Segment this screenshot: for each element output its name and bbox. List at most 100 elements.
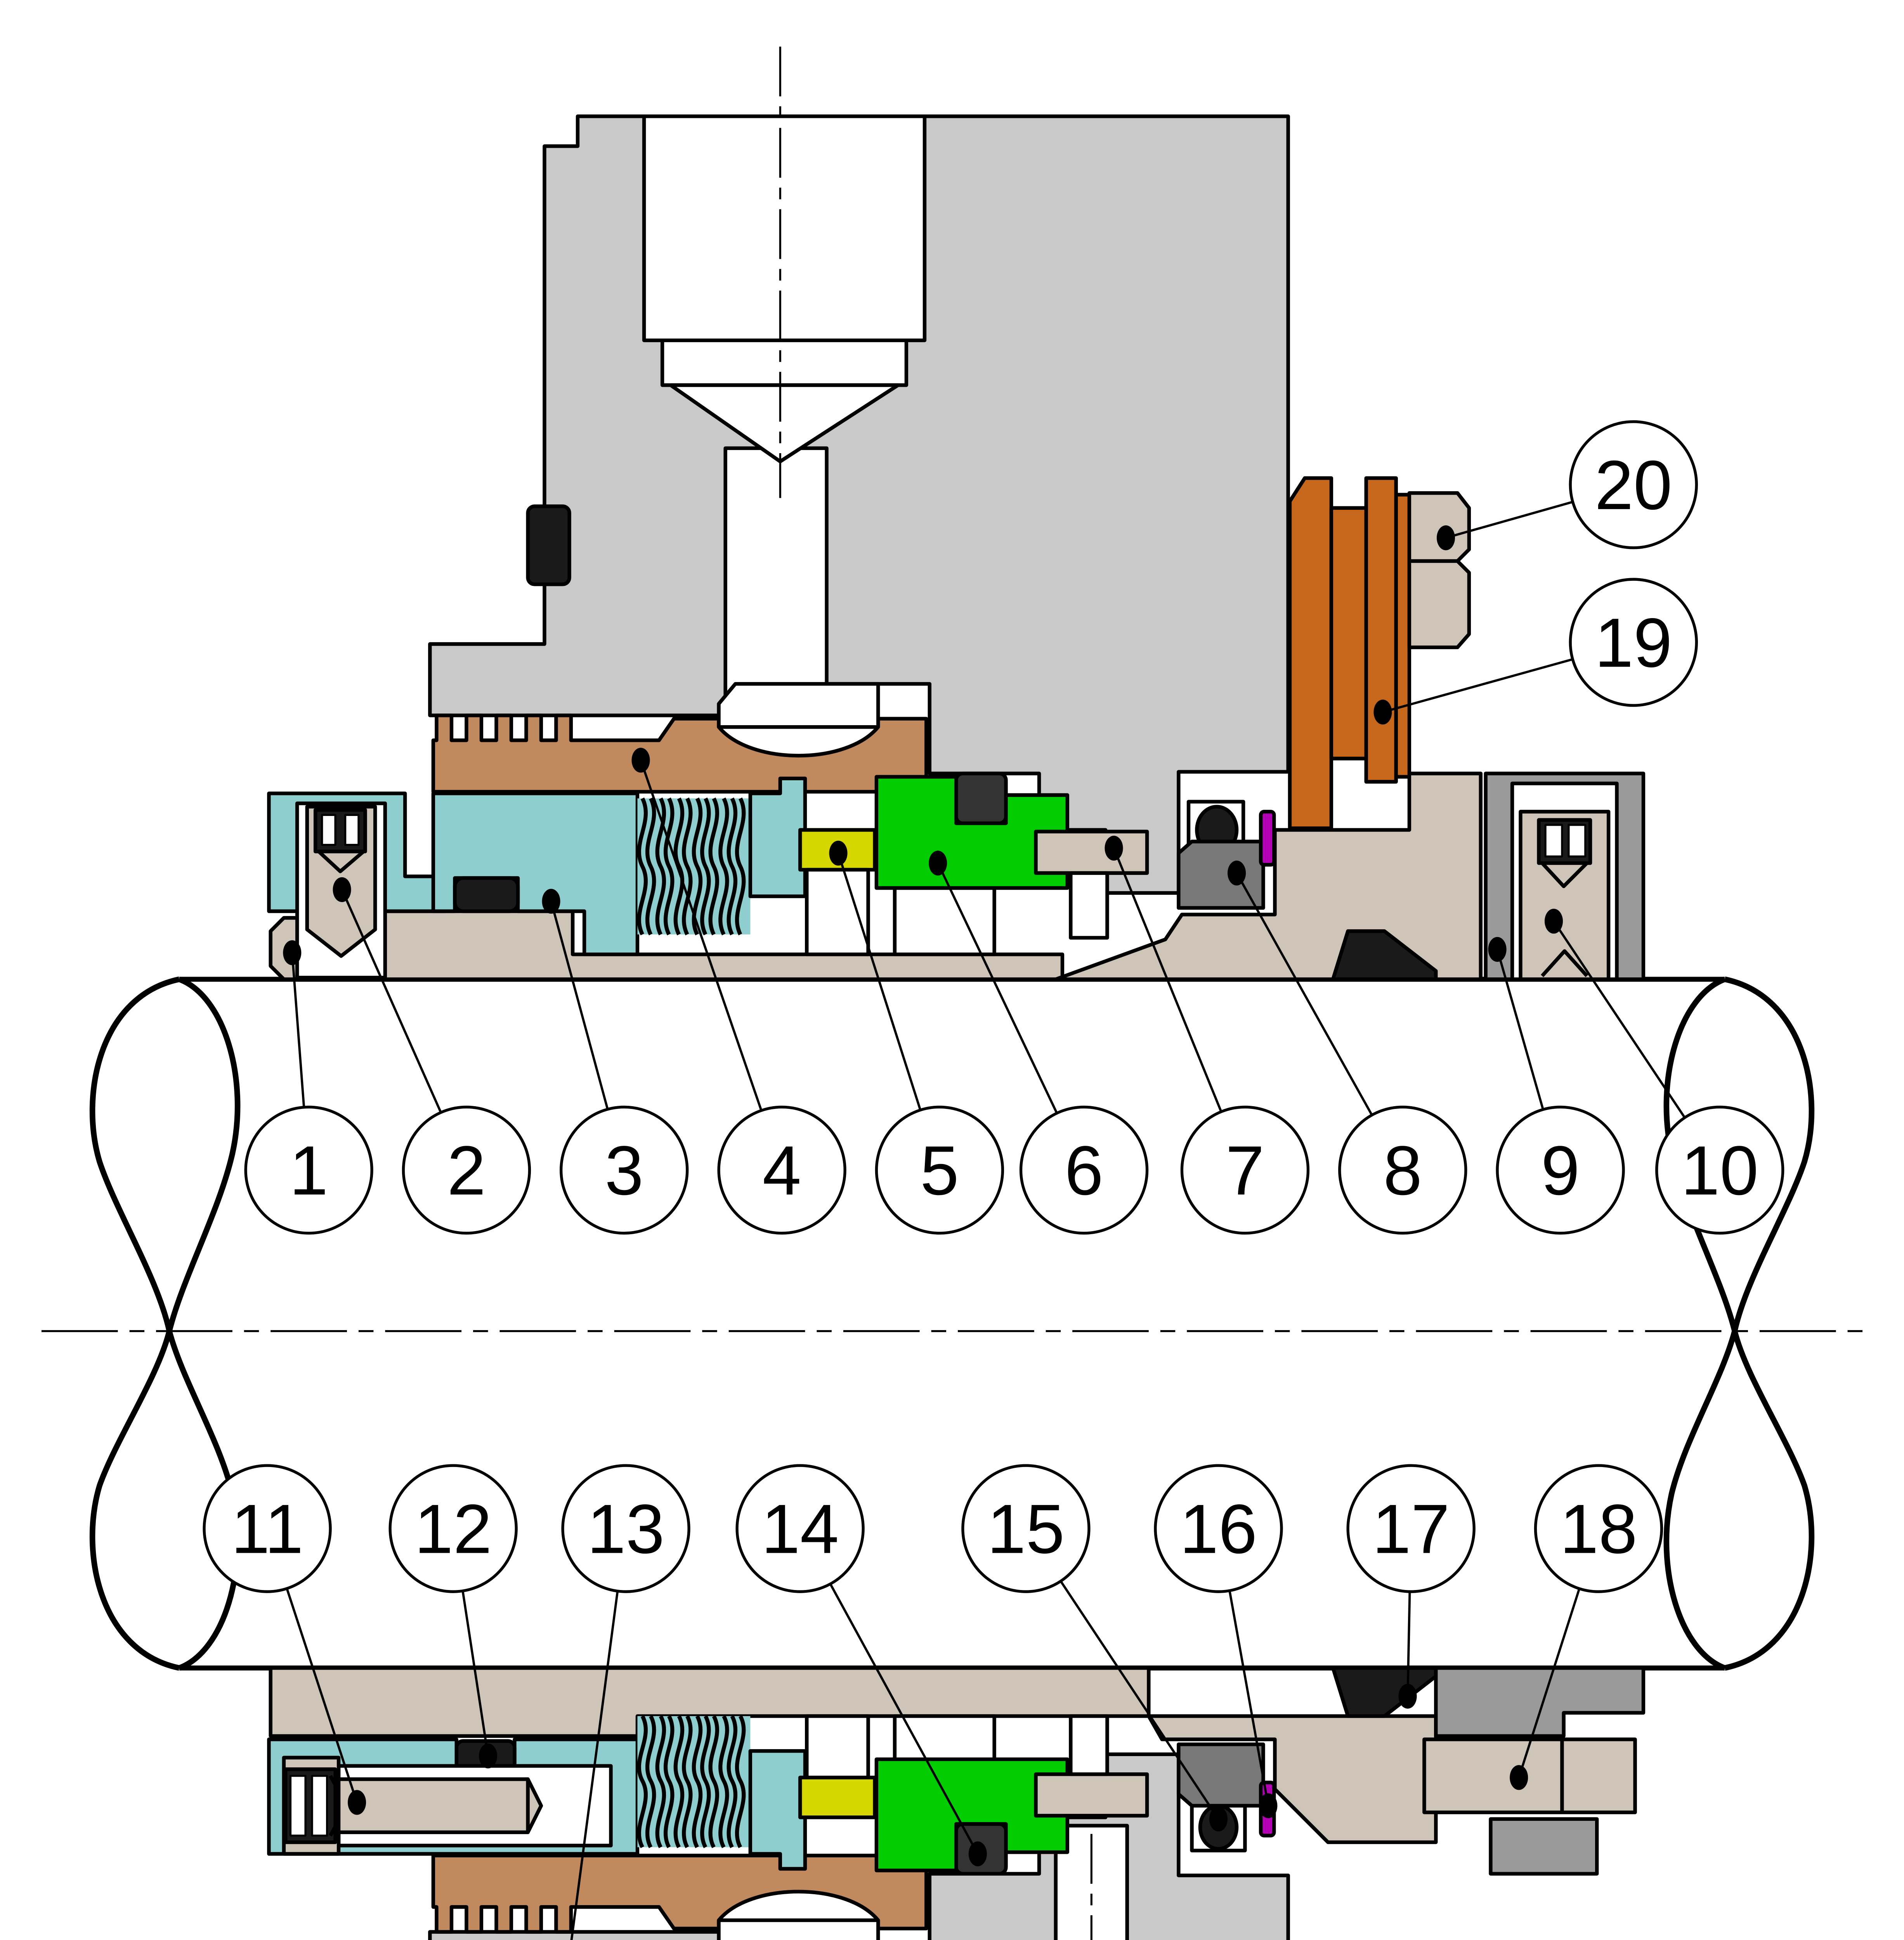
balloon-circle-1 [244,1105,373,1235]
balloon-10: 10 [1544,909,1784,1235]
balloon-number-10: 10 [1681,1132,1758,1210]
leader-dot-9 [1488,937,1507,962]
balloon-circle-11 [203,1464,332,1593]
balloon-6: 6 [929,850,1149,1235]
balloon-number-11: 11 [231,1490,303,1568]
leader-dot-4 [631,748,650,773]
balloon-circle-12 [388,1464,518,1593]
leader-dot-15 [1209,1807,1228,1832]
balloon-3: 3 [542,889,689,1235]
throttle-bushing-part8 [1177,840,1265,910]
upper-assembly [267,47,1646,981]
pipe-fitting-part18 [1422,1737,1637,1814]
balloon-circle-10 [1655,1105,1784,1235]
drive-bolt-tip-lower [717,1918,880,1940]
balloon-number-13: 13 [587,1490,665,1568]
leader-dot-17 [1398,1684,1417,1709]
collar-screw-socket-chamfer [1541,862,1588,889]
balloon-number-7: 7 [1226,1132,1264,1210]
leader-line-13 [570,1528,627,1940]
balloon-circle-9 [1496,1105,1625,1235]
balloon-number-8: 8 [1383,1132,1422,1210]
balloon-9: 9 [1488,937,1625,1235]
set-screw-socket-left [321,814,336,846]
leader-dot-2 [333,877,351,902]
leader-dot-10 [1544,909,1563,934]
balloon-number-20: 20 [1595,446,1672,524]
pipe-bracket-lower-block [1489,1817,1599,1876]
port-drill-cone [669,383,900,464]
balloon-number-3: 3 [605,1132,643,1210]
balloon-circle-16 [1154,1464,1283,1593]
port-shoulder [660,338,909,387]
face-support-right-upper [893,886,996,956]
balloon-circle-13 [561,1464,690,1593]
housing-plug-upper [526,504,571,586]
anti-rotation-pin-upper [1259,810,1276,867]
balloon-11: 11 [203,1464,366,1815]
balloon-circle-14 [735,1464,865,1593]
balloon-circle-3 [560,1105,689,1235]
gland-gasket-upper [1331,929,1438,981]
shaft-break-right [1663,976,1815,1671]
collar-screw-point [1541,949,1588,977]
balloon-circle-20 [1569,420,1698,549]
gland-plate-upper [1054,771,1483,981]
throttle-bushing-lower [1177,1742,1265,1808]
fitting-body [1422,1737,1637,1814]
balloon-number-4: 4 [763,1132,801,1210]
clamp-flange [1394,493,1412,779]
collar-screw-socket-left [1544,824,1563,857]
leader-dot-19 [1373,700,1392,725]
drive-bolt-tip-upper [717,682,880,729]
balloon-number-6: 6 [1065,1132,1103,1210]
port-thread-bore [642,114,927,342]
shaft-break-left [89,976,241,1671]
leader-dot-20 [1436,525,1455,551]
balloon-circle-15 [961,1464,1091,1593]
seat-retainer-leg-lower [1069,1714,1109,1776]
rotating-face-lower [798,1775,877,1819]
bolt11-tip [526,1777,543,1834]
balloon-number-1: 1 [290,1132,328,1210]
balloon-circle-7 [1180,1105,1310,1235]
face-support-left-lower [805,1714,870,1779]
bellows-convolutions-upper [637,797,746,935]
balloon-number-18: 18 [1560,1490,1637,1568]
balloon-number-5: 5 [920,1132,959,1210]
balloon-18: 18 [1510,1464,1663,1790]
leader-dot-18 [1510,1765,1528,1790]
balloon-number-9: 9 [1541,1132,1580,1210]
balloon-number-16: 16 [1180,1490,1257,1568]
port-drill-channel [723,446,829,729]
leader-dot-12 [479,1743,498,1769]
leader-dot-7 [1105,835,1123,861]
gland-gasket-part17 [1331,1666,1438,1718]
leader-dot-3 [542,889,560,914]
set-screw-socket-right [344,814,360,846]
face-support-left-upper [805,868,870,956]
leader-dot-11 [348,1790,366,1815]
balloon-circle-5 [875,1105,1004,1235]
leader-line-4 [640,760,783,1171]
balloon-circle-18 [1534,1464,1663,1593]
lower-assembly [267,1666,1646,1940]
balloon-circle-2 [402,1105,531,1235]
balloon-number-17: 17 [1372,1490,1450,1568]
clamp-rib-left [1288,476,1333,830]
set-screw-socket-chamfer [317,850,365,873]
balloon-17: 17 [1346,1464,1476,1709]
balloon-19: 19 [1373,578,1698,725]
bellows-end-fitting-upper [748,776,807,898]
seat-retainer-lower [1034,1772,1149,1818]
bellows-convolutions-lower [637,1715,746,1848]
bolt11-socket-upper [289,1775,307,1837]
seat-drive-pin-upper [954,771,1008,825]
balloon-number-2: 2 [447,1132,486,1210]
balloon-number-14: 14 [761,1490,839,1568]
balloon-circle-17 [1346,1464,1476,1593]
balloon-5: 5 [829,840,1004,1235]
balloon-13: 13 [561,1464,690,1940]
